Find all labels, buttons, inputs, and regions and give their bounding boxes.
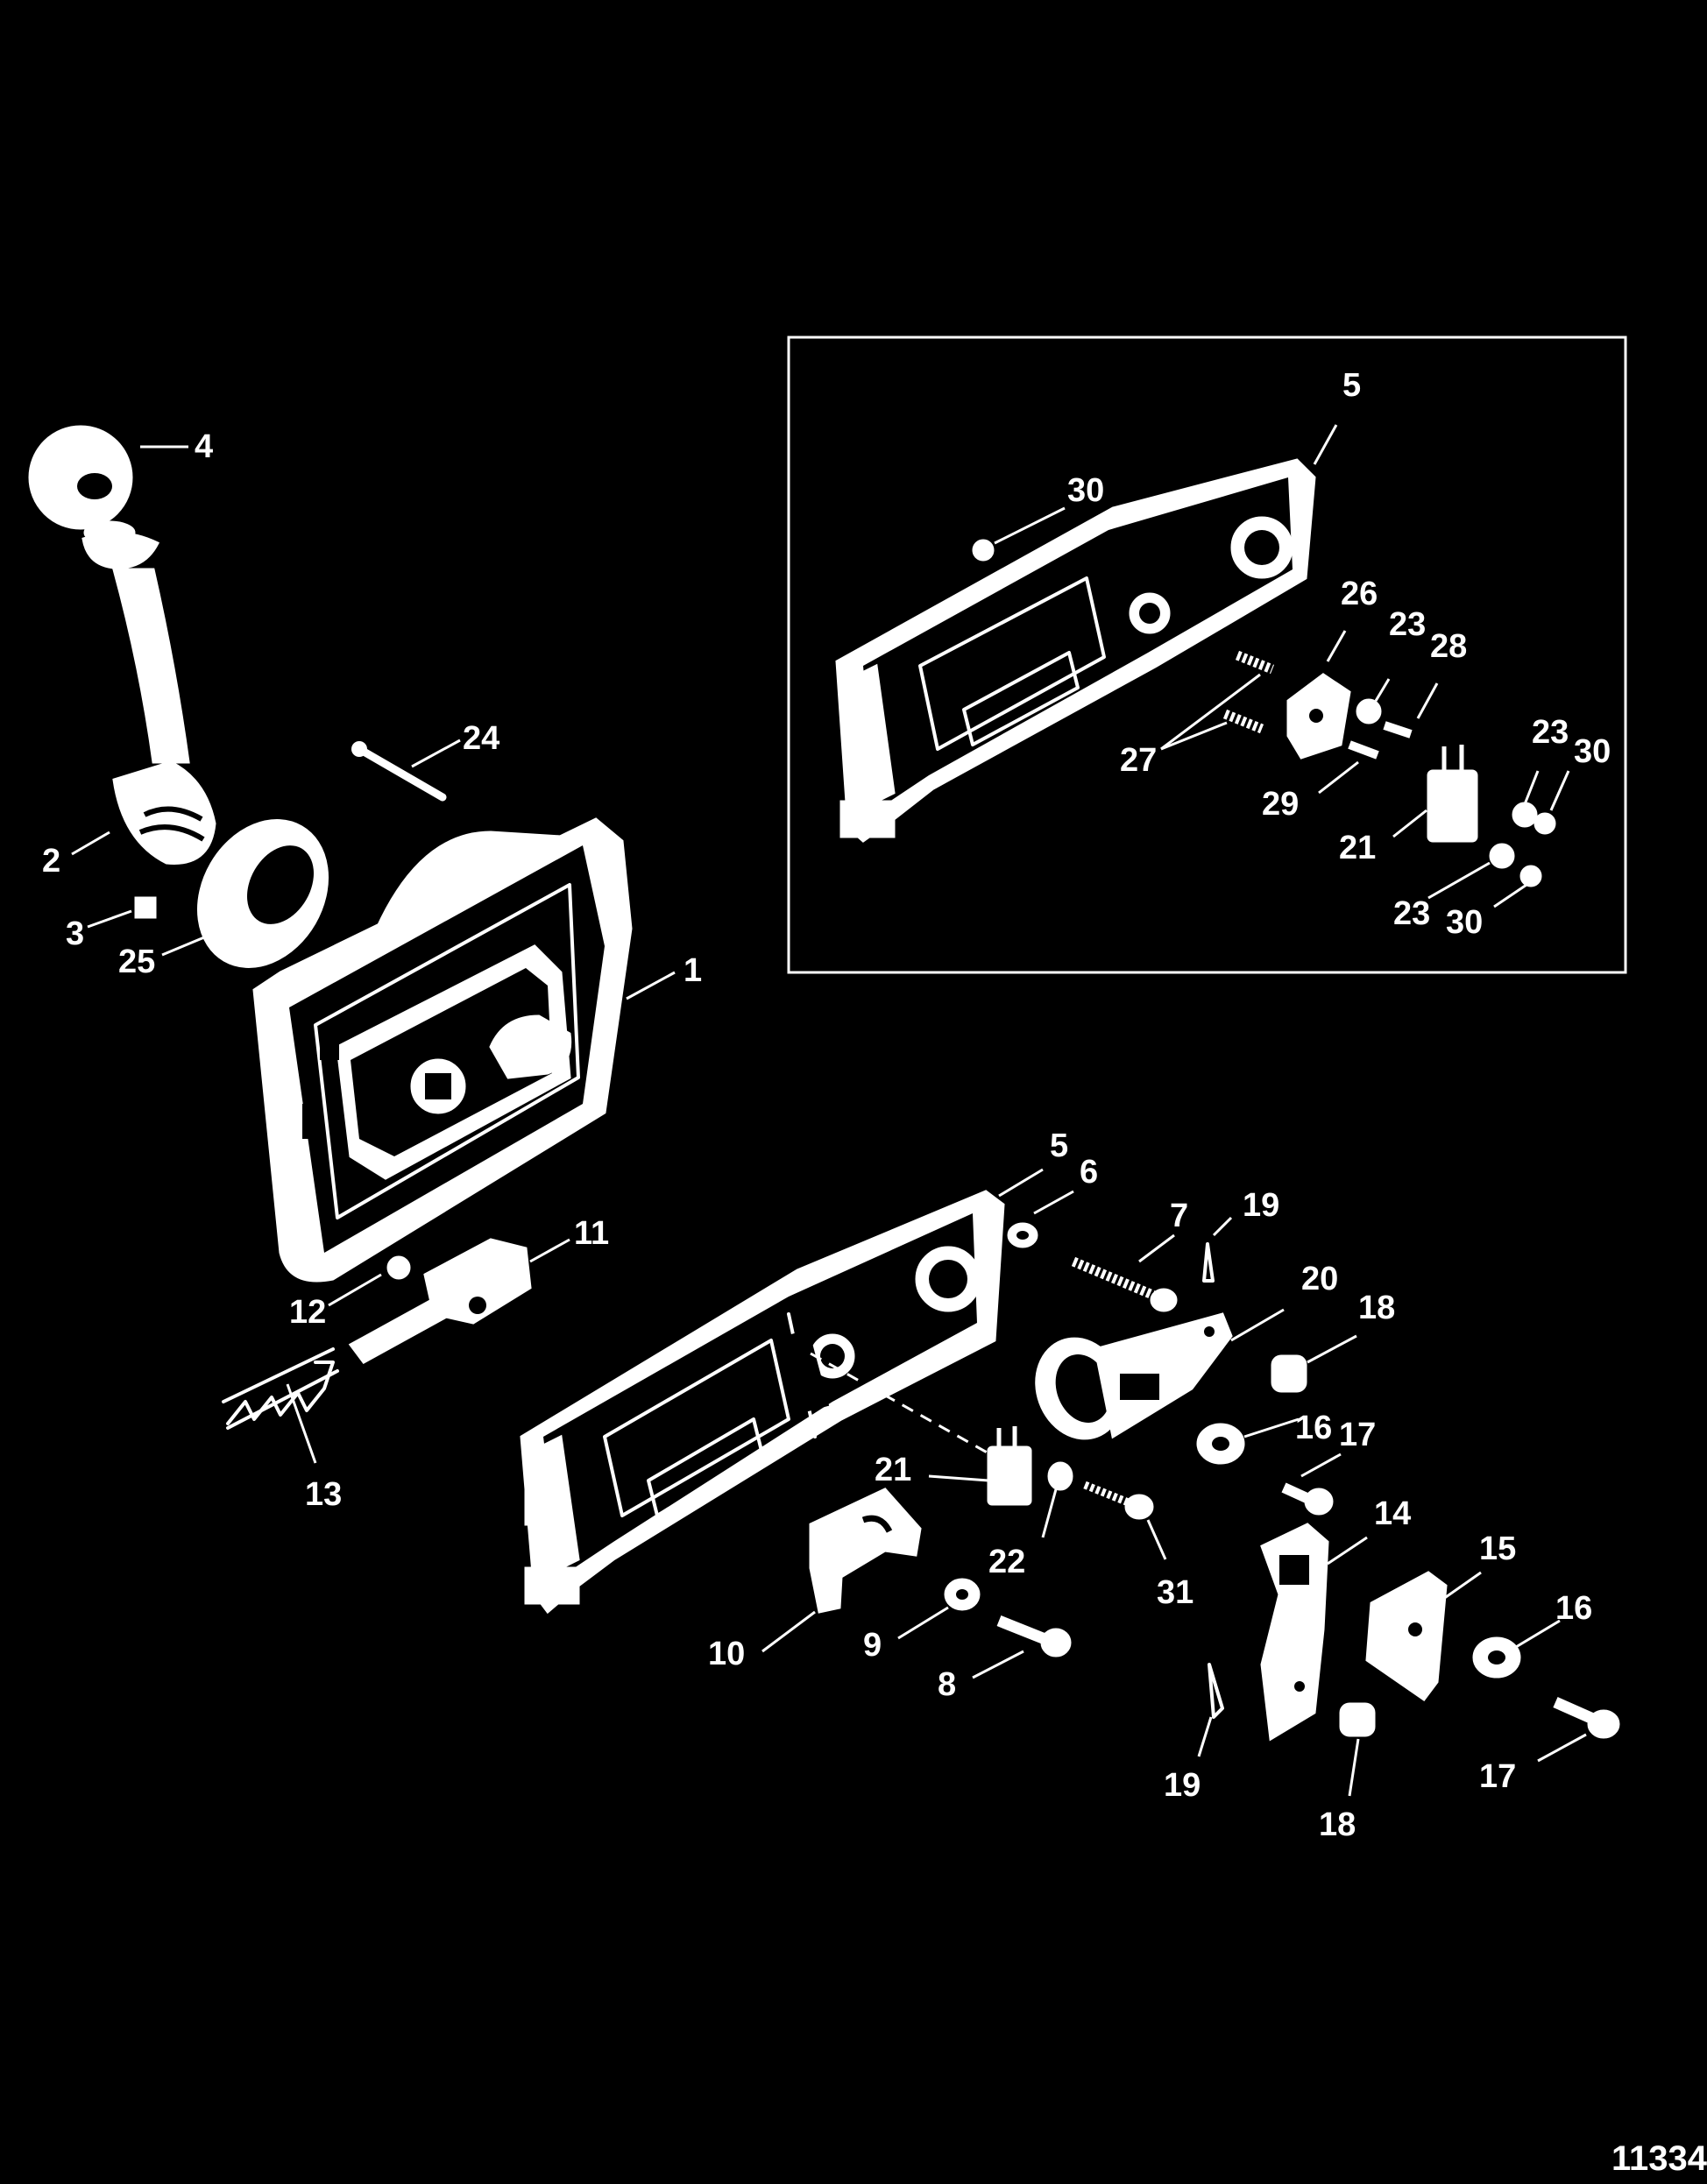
callout-17: 17 (1339, 1417, 1376, 1453)
callout-labels: 4 2 3 25 24 1 11 12 13 5 6 7 19 20 18 16… (42, 367, 1611, 1843)
washer-16a (1196, 1423, 1245, 1465)
mounting-plate (520, 1190, 1005, 1615)
roller-18b (1339, 1702, 1376, 1737)
callout-17-b: 17 (1479, 1758, 1516, 1795)
inset-callout-28: 28 (1430, 628, 1467, 665)
inset-bracket-26 (1286, 673, 1351, 760)
screw-8 (996, 1615, 1072, 1657)
callout-19: 19 (1243, 1187, 1279, 1224)
cotter-pin-19a (1202, 1242, 1215, 1283)
detent-ball (386, 1255, 411, 1280)
link-arm (1260, 1523, 1329, 1742)
callout-31: 31 (1157, 1574, 1193, 1611)
screw-17b (1553, 1697, 1620, 1739)
lock-washer-22 (1047, 1461, 1073, 1491)
inset-washer-23c (1489, 843, 1515, 869)
callout-22: 22 (988, 1544, 1025, 1580)
callout-13: 13 (305, 1476, 342, 1513)
alignment-line (810, 1352, 991, 1456)
callout-11: 11 (574, 1215, 609, 1252)
callout-3: 3 (66, 915, 84, 952)
inset-callout-30-c: 30 (1446, 904, 1483, 941)
callout-12: 12 (289, 1294, 326, 1331)
inset-nut-30c (1519, 865, 1542, 887)
control-lever-assembly (28, 425, 216, 919)
throttle-lever (1035, 1312, 1233, 1440)
inset-frame (787, 336, 1627, 974)
screw-17a (1281, 1482, 1334, 1516)
screw-31 (1083, 1481, 1154, 1520)
washer-16b (1472, 1636, 1521, 1679)
inset-callout-23-b: 23 (1532, 714, 1569, 751)
cable-retainer (809, 1488, 922, 1614)
callout-25: 25 (118, 944, 155, 980)
inset-screws-27 (1222, 650, 1275, 734)
inset-switch-21 (1427, 745, 1478, 843)
callout-2: 2 (42, 843, 60, 880)
callout-5: 5 (1050, 1127, 1068, 1164)
inset-callout-26: 26 (1341, 576, 1378, 612)
inset-callout-30: 30 (1067, 472, 1104, 509)
callout-14: 14 (1374, 1495, 1411, 1532)
detent-ring (196, 819, 329, 968)
pin (351, 741, 447, 802)
callout-9: 9 (863, 1627, 882, 1664)
cotter-pin-19b (1208, 1663, 1224, 1719)
washer-9 (944, 1578, 981, 1611)
inset-mounting-plate (835, 458, 1316, 843)
figure-number: 11334 (1611, 2139, 1707, 2178)
callout-16-b: 16 (1555, 1590, 1592, 1627)
callout-16: 16 (1295, 1410, 1332, 1446)
inset-callout-27: 27 (1120, 742, 1157, 779)
neutral-switch (987, 1426, 1032, 1506)
callout-6: 6 (1080, 1154, 1098, 1191)
callout-10: 10 (708, 1636, 745, 1672)
inset-callout-29: 29 (1262, 786, 1299, 823)
callout-7: 7 (1170, 1198, 1188, 1234)
inset-callout-30-b: 30 (1574, 733, 1611, 770)
callout-19-b: 19 (1164, 1767, 1201, 1804)
callout-20: 20 (1301, 1261, 1338, 1297)
roller-18a (1271, 1354, 1307, 1393)
leader-lines (71, 424, 1587, 1797)
callout-15: 15 (1479, 1530, 1516, 1567)
inset-callout-5: 5 (1342, 367, 1361, 404)
callout-1: 1 (684, 952, 702, 989)
detent-spring (222, 1347, 339, 1430)
screw-7 (1071, 1256, 1178, 1312)
callout-4: 4 (195, 428, 213, 465)
inset-nut-30b (1533, 812, 1556, 835)
inset-callout-21: 21 (1339, 830, 1376, 866)
callout-18: 18 (1358, 1290, 1395, 1326)
inset-screw-29 (1348, 740, 1379, 760)
cam-plate (1365, 1571, 1448, 1702)
callout-24: 24 (463, 720, 499, 757)
inset-screw-28 (1383, 721, 1413, 739)
inset-callout-23: 23 (1389, 606, 1426, 643)
control-housing (252, 817, 633, 1283)
inset-nut-30a (972, 539, 995, 562)
inset-washer-23a (1356, 698, 1382, 724)
washer-6 (1007, 1222, 1038, 1248)
callout-21: 21 (875, 1452, 911, 1488)
callout-8: 8 (938, 1666, 956, 1703)
inset-washer-23b (1512, 802, 1538, 828)
callout-18-b: 18 (1319, 1806, 1356, 1843)
detent-block (348, 1238, 532, 1364)
inset-callout-23-c: 23 (1393, 895, 1430, 932)
